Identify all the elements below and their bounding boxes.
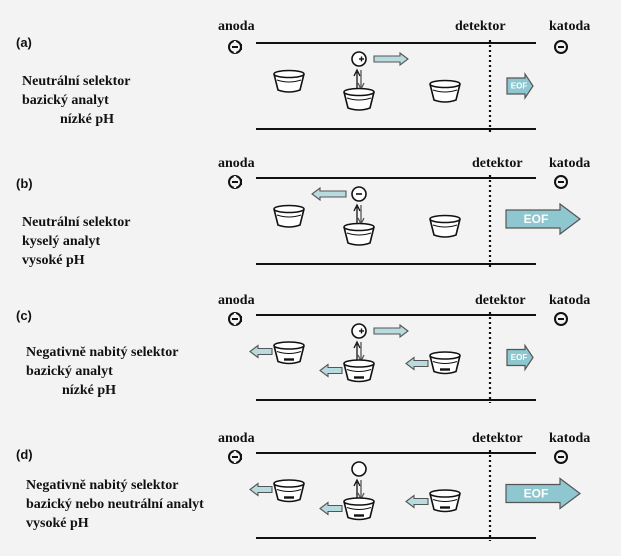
- selector-migration-arrow: [319, 501, 343, 516]
- selector-migration-arrow: [405, 356, 429, 371]
- selector-cup-left: [273, 69, 305, 93]
- eof-label: EOF: [524, 487, 549, 501]
- panel-c: anoda detektor katoda (c) Negativně nabitý s…: [16, 293, 590, 403]
- selector-migration-arrow: [249, 344, 273, 359]
- eof-arrow-shape: [505, 477, 581, 510]
- panel-a: anoda detektor katoda (a) Neutrální selektor…: [16, 19, 590, 132]
- condition-line-2: kyselý analyt: [22, 234, 101, 249]
- selector-cup-right: [429, 351, 461, 375]
- panel-label: (d): [16, 447, 33, 462]
- condition-line-3: vysoké pH: [22, 253, 85, 268]
- condition-line-1: Neutrální selektor: [22, 74, 130, 89]
- panel-b: anoda detektor katoda (b) Neutrální selektor…: [16, 156, 590, 268]
- condition-line-2: bazický nebo neutrální analyt: [26, 497, 204, 512]
- panel-label: (a): [16, 35, 32, 50]
- condition-line-3: nízké pH: [60, 112, 114, 127]
- anode-icon: [228, 40, 242, 54]
- eof-label: EOF: [511, 82, 528, 91]
- selector-migration-arrow: [319, 363, 343, 378]
- selector-cup-right: [429, 214, 461, 238]
- anode-label: anoda: [218, 156, 255, 171]
- cathode-label: katoda: [549, 293, 590, 308]
- detector-label: detektor: [455, 19, 506, 34]
- condition-line-2: bazický analyt: [22, 93, 109, 108]
- cathode-label: katoda: [549, 431, 590, 446]
- anode-icon: [228, 450, 242, 464]
- selector-cup-center: [343, 497, 375, 521]
- condition-line-1: Neutrální selektor: [22, 215, 130, 230]
- condition-line-3: vysoké pH: [26, 516, 89, 531]
- eof-arrow: EOF: [505, 477, 581, 510]
- selector-cup-right: [429, 79, 461, 103]
- condition-line-2: bazický analyt: [26, 364, 113, 379]
- cathode-icon: [554, 450, 568, 464]
- anode-icon: [228, 175, 242, 189]
- selector-migration-arrow: [405, 494, 429, 509]
- panel-d: anoda detektor katoda (d) Negativně nabitý s…: [16, 431, 590, 541]
- anode-label: anoda: [218, 293, 255, 308]
- analyte-icon: [351, 51, 367, 67]
- detector-label: detektor: [472, 431, 523, 446]
- equilibrium-arrows: [353, 203, 365, 226]
- eof-arrow: EOF: [506, 72, 534, 100]
- eof-arrow-shape: [506, 72, 534, 100]
- equilibrium-arrows: [353, 68, 365, 91]
- analyte-migration-arrow: [373, 51, 409, 67]
- cathode-icon: [554, 175, 568, 189]
- analyte-icon: [351, 186, 367, 202]
- analyte-migration-arrow: [373, 323, 409, 339]
- analyte-migration-arrow: [311, 186, 347, 202]
- selector-cup-left: [273, 341, 305, 365]
- cathode-label: katoda: [549, 19, 590, 34]
- cathode-icon: [554, 40, 568, 54]
- eof-label: EOF: [511, 353, 528, 362]
- cathode-icon: [554, 312, 568, 326]
- condition-line-1: Negativně nabitý selektor: [26, 478, 178, 493]
- selector-cup-right: [429, 489, 461, 513]
- anode-label: anoda: [218, 431, 255, 446]
- selector-cup-center: [343, 359, 375, 383]
- anode-icon: [228, 312, 242, 326]
- equilibrium-arrows: [353, 340, 365, 363]
- panel-label: (c): [16, 308, 32, 323]
- eof-arrow: EOF: [505, 202, 581, 236]
- detector-label: detektor: [472, 156, 523, 171]
- cathode-label: katoda: [549, 156, 590, 171]
- eof-arrow-shape: [506, 343, 534, 372]
- equilibrium-arrows: [353, 478, 365, 501]
- selector-cup-left: [273, 204, 305, 228]
- panel-label: (b): [16, 176, 33, 191]
- selector-cup-center: [343, 87, 375, 111]
- analyte-icon: [351, 461, 367, 477]
- anode-label: anoda: [218, 19, 255, 34]
- eof-arrow-shape: [505, 202, 581, 236]
- selector-cup-left: [273, 479, 305, 503]
- condition-line-1: Negativně nabitý selektor: [26, 345, 178, 360]
- eof-label: EOF: [524, 212, 549, 226]
- detector-label: detektor: [475, 293, 526, 308]
- analyte-icon: [351, 323, 367, 339]
- selector-cup-center: [343, 222, 375, 246]
- selector-migration-arrow: [249, 482, 273, 497]
- eof-arrow: EOF: [506, 343, 534, 372]
- condition-line-3: nízké pH: [62, 383, 116, 398]
